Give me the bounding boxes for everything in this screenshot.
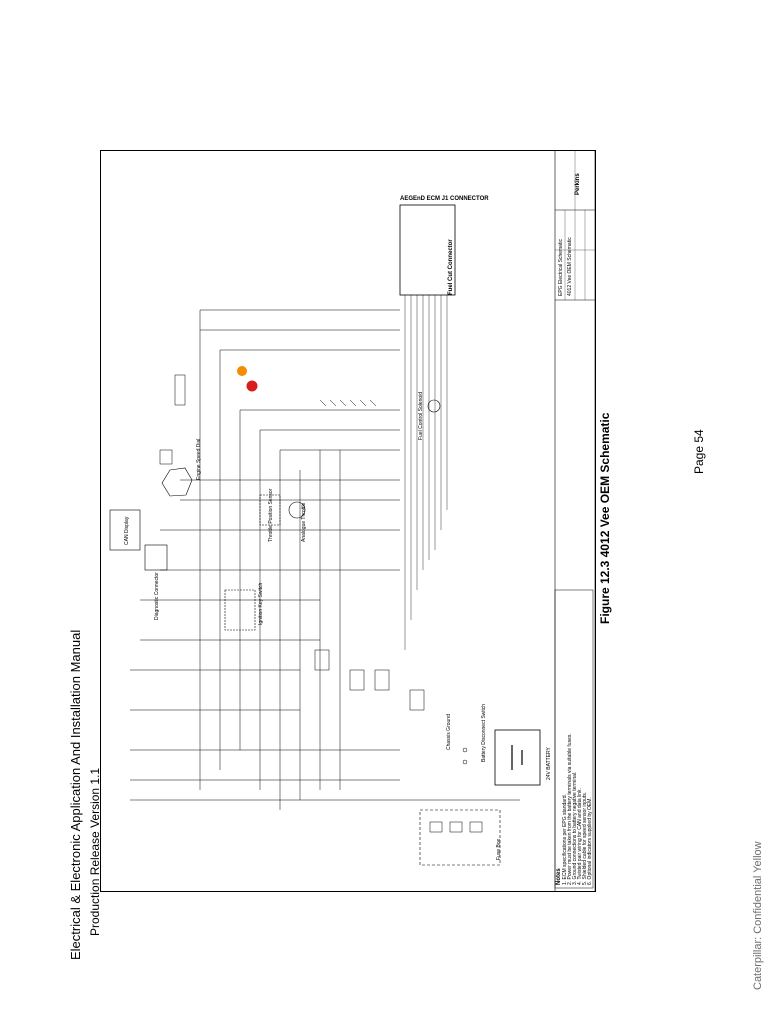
- ecm-connector-title: AEGEnD ECM J1 CONNECTOR: [400, 196, 489, 202]
- note-4: 4. Twisted pair wiring for CAN and data …: [577, 788, 583, 885]
- notes-heading: Notes: [556, 868, 562, 885]
- stop-lamp-icon: [246, 380, 258, 392]
- svg-text:Engine Speed Dial: Engine Speed Dial: [196, 439, 202, 480]
- figure-caption: Figure 12.3 4012 Vee OEM Schematic: [598, 412, 612, 624]
- title-block-subtitle: 4012 Vee OEM Schematic: [567, 237, 573, 296]
- battery: [494, 729, 541, 786]
- schematic-frame: [100, 150, 596, 892]
- note-1: 1. ECM specifications per EPG standard.: [562, 794, 568, 885]
- note-3: 3. Ground connections to battery negativ…: [572, 772, 578, 885]
- throttle-position-sensor: [259, 494, 281, 526]
- engine-speed-dial: [161, 467, 193, 497]
- perkins-logo: Perkins: [575, 173, 581, 195]
- svg-text:Battery Disconnect Switch: Battery Disconnect Switch: [481, 704, 487, 762]
- svg-text:Fuel Control Solenoid: Fuel Control Solenoid: [418, 392, 424, 440]
- svg-text:Chassis Ground: Chassis Ground: [446, 714, 452, 750]
- page-header: Electrical & Electronic Application And …: [68, 629, 83, 960]
- warning-lamp-icon: [237, 366, 247, 376]
- diagnostic-connector: [144, 544, 168, 571]
- note-2: 2. Power must be taken from the battery …: [567, 733, 573, 885]
- can-display: [109, 509, 141, 551]
- note-5: 5. Shielded cable for speed sensor input…: [582, 792, 588, 885]
- svg-text:Throttle Position Sensor: Throttle Position Sensor: [268, 488, 274, 542]
- svg-text:Analogue Throttle: Analogue Throttle: [301, 502, 307, 542]
- analogue-throttle: [288, 501, 306, 519]
- wiring-schematic: Perkins EPG Electrical Schematic 4012 Ve…: [100, 150, 596, 892]
- svg-text:Fuse Box: Fuse Box: [496, 838, 502, 860]
- relay-group: [314, 649, 425, 711]
- confidentiality-label: Caterpillar: Confidential Yellow: [752, 841, 764, 990]
- svg-text:24V BATTERY: 24V BATTERY: [546, 746, 552, 780]
- note-6: 6. Optional indicators supplied by OEM.: [587, 797, 593, 885]
- fuse-box: [419, 809, 501, 866]
- title-block-title: EPG Electrical Schematic: [558, 239, 564, 296]
- ecm-connector: [399, 204, 456, 296]
- svg-text:Ignition Key Switch: Ignition Key Switch: [258, 583, 264, 625]
- svg-text:Diagnostic Connector: Diagnostic Connector: [154, 572, 160, 620]
- fuel-cut-connector-label: Fuel Cut Connector: [448, 239, 454, 295]
- svg-text:CAN Display: CAN Display: [124, 516, 130, 545]
- fuel-control-solenoid: [427, 399, 441, 413]
- page-number: Page 54: [692, 429, 706, 474]
- notes-box: [554, 589, 594, 889]
- ignition-key-switch: [224, 589, 256, 631]
